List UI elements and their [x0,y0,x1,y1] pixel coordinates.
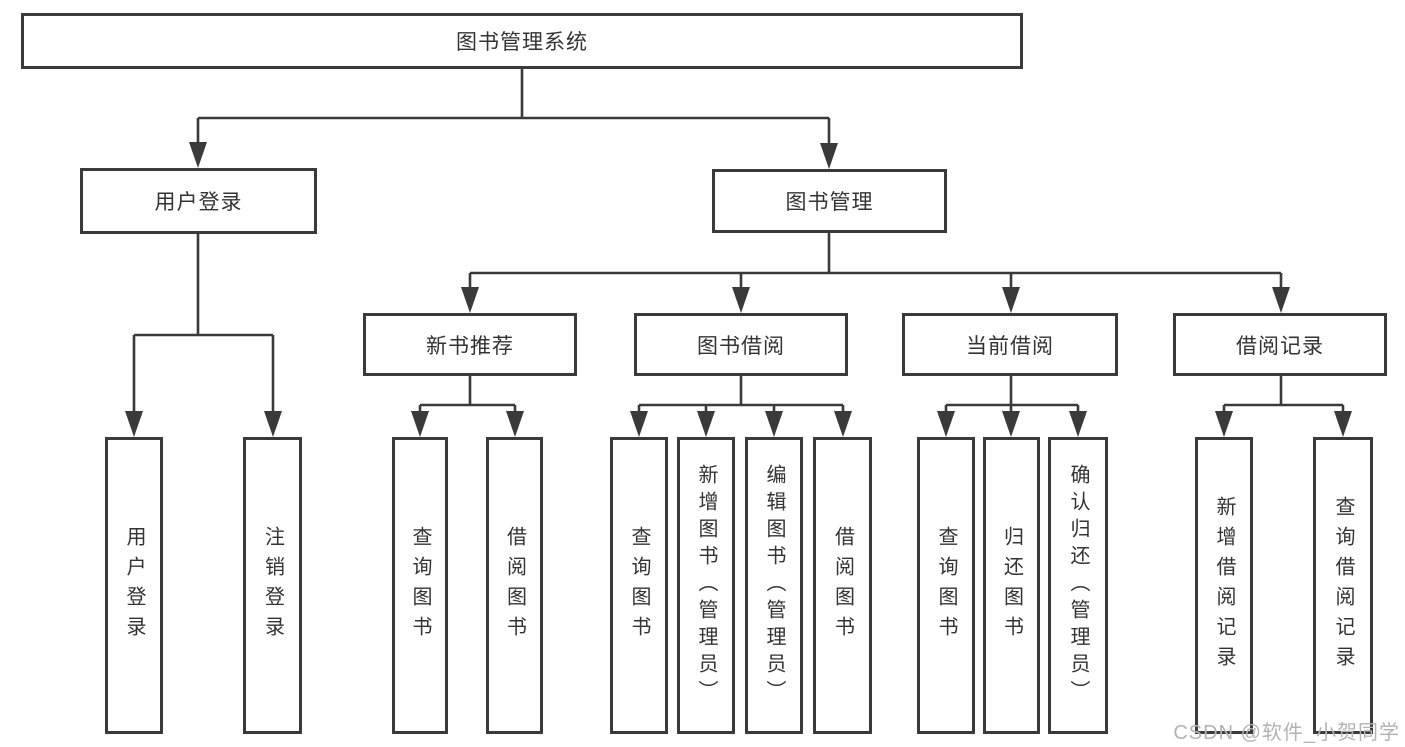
leaf-borrow-books-recommend-label: 借阅图书 [503,525,526,646]
node-library-system: 图书管理系统 [21,13,1023,69]
leaf-add-borrow-record: 新增借阅记录 [1195,437,1253,734]
leaf-borrow-books: 借阅图书 [813,437,872,734]
leaf-logout-label: 注销登录 [261,525,284,646]
node-book-management: 图书管理 [712,169,947,233]
leaf-query-books-current-label: 查询图书 [935,525,957,646]
leaf-confirm-return-admin-label: 确认归还（管理员） [1067,464,1089,707]
arrowheads [125,142,1352,437]
leaf-query-borrow-record-label: 查询借阅记录 [1332,495,1354,676]
node-book-borrow: 图书借阅 [634,313,848,376]
node-user-login: 用户登录 [80,168,317,234]
leaf-confirm-return-admin: 确认归还（管理员） [1048,437,1108,734]
csdn-watermark: CSDN @软件_小贺同学 [1173,722,1400,744]
node-new-book-recommend: 新书推荐 [363,313,577,376]
node-borrow-records: 借阅记录 [1173,313,1387,376]
node-current-borrow: 当前借阅 [902,313,1118,376]
leaf-return-books-label: 归还图书 [1000,525,1023,646]
leaf-query-books-borrow: 查询图书 [610,437,668,734]
leaf-edit-books-admin-label: 编辑图书（管理员） [763,464,785,707]
leaf-query-books-current: 查询图书 [917,437,975,734]
leaf-edit-books-admin: 编辑图书（管理员） [745,437,803,734]
leaf-query-books-borrow-label: 查询图书 [628,525,650,646]
leaf-borrow-books-recommend: 借阅图书 [486,437,543,734]
leaf-borrow-books-label: 借阅图书 [831,525,854,646]
leaf-query-books-recommend-label: 查询图书 [409,525,431,646]
connector-paths [132,69,1345,414]
leaf-add-borrow-record-label: 新增借阅记录 [1213,495,1235,676]
leaf-return-books: 归还图书 [983,437,1040,734]
leaf-user-login-label: 用户登录 [123,525,145,646]
leaf-query-borrow-record: 查询借阅记录 [1313,437,1373,734]
leaf-logout: 注销登录 [243,437,302,734]
leaf-query-books-recommend: 查询图书 [392,437,448,734]
leaf-user-login: 用户登录 [105,437,163,734]
leaf-add-books-admin-label: 新增图书（管理员） [695,464,717,707]
leaf-add-books-admin: 新增图书（管理员） [677,437,735,734]
